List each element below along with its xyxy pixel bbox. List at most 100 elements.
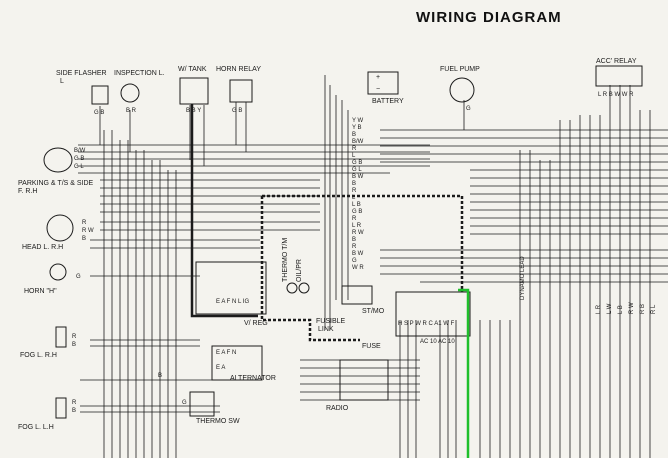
parking-wire-code-0: B/W: [74, 148, 86, 154]
head-lamp-wire-code-2: B: [82, 236, 87, 242]
w-tank-label: W/ TANK: [178, 66, 207, 73]
fog-rh-label: FOG L. R.H: [20, 352, 57, 359]
horn-relay-label: HORN RELAY: [216, 66, 261, 73]
battery-bundle-code: G: [352, 258, 357, 264]
battery-bundle-code: L: [352, 153, 356, 159]
diagram-title: WIRING DIAGRAM: [416, 9, 562, 26]
fog-lh-shape: [55, 397, 67, 419]
starter-motor-shape: [341, 285, 373, 305]
battery-bundle-code: R: [352, 216, 357, 222]
right-bundle-code: R L: [651, 304, 657, 314]
inspection-lamp-label: INSPECTION L.: [114, 70, 165, 77]
battery-shape: [367, 71, 399, 95]
horn-relay-box: [229, 79, 253, 103]
battery-bundle-code: Y W: [352, 118, 364, 124]
inspection-wire-code: B R: [126, 108, 137, 114]
fuse-label: FUSE: [362, 343, 381, 350]
horn-shape: [49, 263, 67, 281]
radio-label: RADIO: [326, 405, 349, 412]
head-lamp-wire-code-1: R W: [82, 228, 94, 234]
horn-label: HORN "H": [24, 288, 57, 295]
battery-bundle-code: B W: [352, 174, 364, 180]
parking-lamp-label-1: PARKING & T/S & SIDE: [18, 180, 94, 187]
battery-bundle-code: L R: [352, 223, 362, 229]
thermo-sw-wire-code: G: [182, 400, 187, 406]
battery-bundle-code: B W: [352, 251, 364, 257]
acc-relay-wire-code: L R B W W R: [598, 92, 634, 98]
fusible-link-label-1: FUSIBLE: [316, 318, 346, 325]
inspection-lamp-shape: [120, 83, 140, 103]
right-bundle-code: L W: [607, 303, 613, 314]
fog-lh-wire-code-0: R: [72, 400, 77, 406]
head-lamp-wire-code-0: R: [82, 220, 87, 226]
horn-relay-wire-code: G B: [232, 108, 243, 114]
fog-lh-label: FOG L. L.H: [18, 424, 54, 431]
thermo-tm-label: THERMO T/M: [282, 237, 289, 282]
battery-bundle-code: R: [352, 188, 357, 194]
side-flasher-label: SIDE FLASHER: [56, 70, 107, 77]
battery-positive-terminal: +: [376, 74, 381, 81]
battery-bundle-code: B/W: [352, 139, 364, 145]
thermo-sw-label: THERMO SW: [196, 418, 240, 425]
parking-wire-code-1: G B: [74, 156, 85, 162]
side-flasher-wire-code: G B: [94, 110, 105, 116]
right-bundle-code: R W: [629, 302, 635, 314]
thermo-sw-box: [189, 391, 215, 417]
right-bundle-code: R B: [640, 303, 646, 314]
highlighted-wire: [458, 288, 470, 458]
fog-lh-wire-code-1: B: [72, 408, 77, 414]
battery-bundle-code: G L: [352, 167, 362, 173]
battery-bundle-code: G B: [352, 209, 363, 215]
side-flasher-side-label: L: [60, 78, 64, 85]
alternator-label: ALTERNATOR: [230, 375, 276, 382]
regulator-box: [195, 261, 267, 315]
alternator-box: [211, 345, 263, 381]
v-reg-label: V/ REG: [244, 320, 268, 327]
fog-rh-wire-code-1: B: [72, 342, 77, 348]
side-flasher-box: [91, 85, 109, 105]
thermo-tm-shape: [286, 282, 298, 294]
battery-bundle-code: L: [352, 195, 356, 201]
regulator-terminals: E A F N L IG: [216, 299, 250, 305]
fog-rh-wire-code-0: R: [72, 334, 77, 340]
battery-bundle-code: G B: [352, 160, 363, 166]
fusible-link-label-2: LINK: [318, 326, 334, 333]
battery-bundle-code: B: [352, 181, 357, 187]
fuel-pump-shape: [449, 77, 475, 103]
fuse-box-terminals: H S P W R C A1 W F: [398, 321, 455, 327]
acc-relay-label: ACC' RELAY: [596, 58, 637, 65]
right-bundle-code: L B: [618, 305, 624, 314]
st-mo-label: ST/MO: [362, 308, 385, 315]
fuel-pump-wire-code: G: [466, 106, 471, 112]
alternator-terminals-lower: E A: [216, 365, 226, 371]
radio-box: [339, 359, 389, 401]
w-tank-heavy-wire: [190, 104, 258, 318]
head-lamp-shape: [46, 214, 74, 242]
battery-bundle-code: B: [352, 132, 357, 138]
battery-bundle-code: R: [352, 244, 357, 250]
fuse-box-codes: AC 10 AC 10: [420, 339, 455, 345]
acc-relay-box: [595, 65, 643, 87]
fusible-link-loop: [260, 194, 464, 342]
horn-wire-code: G: [76, 274, 81, 280]
parking-lamp-label-2: F. R.H: [18, 188, 38, 195]
head-lamp-label: HEAD L. R.H: [22, 244, 64, 251]
alternator-wire-code: B: [158, 373, 163, 379]
battery-bundle-code: R W: [352, 230, 364, 236]
right-bundle-code: L R: [596, 304, 602, 314]
component-shapes: [43, 65, 643, 419]
battery-bundle-code: R: [352, 146, 357, 152]
battery-bundle-code: Y B: [352, 125, 362, 131]
oil-pr-label: OIL/PR: [296, 259, 303, 282]
battery-bundle-code: W R: [352, 265, 364, 271]
dynamo-lead-label: DYNAMO LEAD: [520, 256, 526, 300]
battery-negative-terminal: −: [376, 86, 381, 93]
battery-label: BATTERY: [372, 98, 404, 105]
parking-lamp-shape: [43, 147, 73, 173]
alternator-terminals-upper: E A F N: [216, 350, 237, 356]
parking-wire-code-2: G L: [74, 164, 84, 170]
fuse-box-shape: [395, 291, 471, 337]
w-tank-wire-code: B B Y: [186, 108, 202, 114]
